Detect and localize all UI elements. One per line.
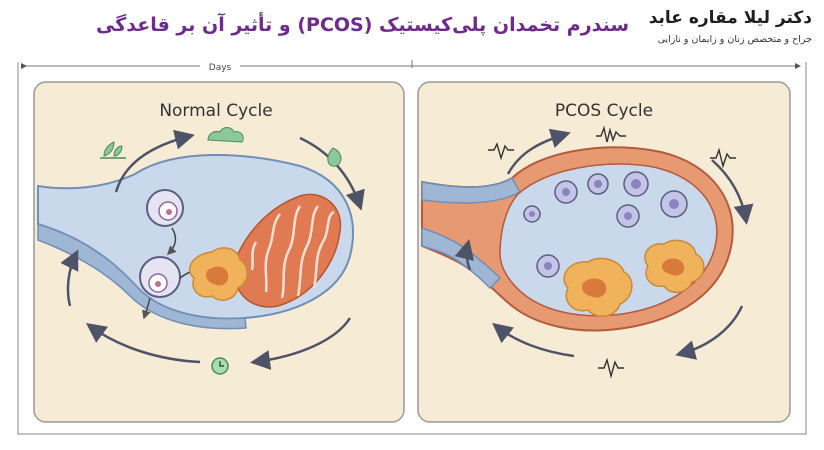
wave-icon (596, 125, 626, 143)
cycle-arrows-pcos (454, 128, 754, 360)
panel-title-normal: Normal Cycle (159, 101, 272, 121)
brand-subtitle: جراح و متخصص زنان و زایمان و نازایی (657, 34, 812, 45)
cyst-2 (587, 173, 609, 195)
cyst-7 (523, 205, 541, 223)
follicle-pcos-center (563, 257, 633, 317)
cyst-5 (616, 204, 640, 228)
drop-icon (327, 147, 342, 167)
brand-name: دکتر لیلا مقاره عابد (648, 8, 812, 28)
follicle-normal-top (146, 189, 184, 227)
wave-icon (598, 357, 624, 379)
follicle-normal-released (139, 256, 181, 298)
panel-title-pcos: PCOS Cycle (555, 101, 653, 121)
clock-icon (211, 357, 229, 375)
panel-pcos: PCOS Cycle (417, 81, 791, 423)
cysts-pcos (523, 171, 688, 278)
panel-normal: Normal Cycle (33, 81, 405, 423)
cycle-comparison-figure: Days Normal Cycle (0, 56, 824, 450)
page-title: سندرم تخمدان پلی‌کیستیک (PCOS) و تأثیر آ… (96, 14, 630, 36)
leaf-icon (100, 141, 126, 159)
header: سندرم تخمدان پلی‌کیستیک (PCOS) و تأثیر آ… (0, 0, 824, 56)
days-timeline: Days (17, 60, 807, 435)
cyst-3 (623, 171, 649, 197)
cyst-6 (536, 254, 560, 278)
cloud-icon (207, 127, 244, 143)
wave-icon (488, 142, 514, 161)
days-label: Days (209, 63, 232, 73)
cyst-4 (660, 190, 688, 218)
cycle-arrows-normal (60, 129, 365, 370)
endometrium-normal (235, 193, 342, 308)
follicle-pcos-right (644, 239, 705, 294)
wave-icon (710, 147, 736, 169)
cyst-1 (554, 180, 578, 204)
corpus-luteum-normal (189, 247, 248, 301)
